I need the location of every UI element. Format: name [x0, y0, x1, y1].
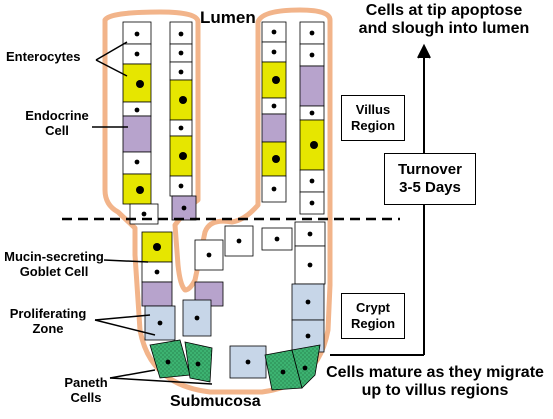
crypt-region-line1: Crypt — [356, 300, 390, 316]
crypt-cells — [141, 221, 326, 391]
apoptosis-note: Cells at tip apoptose and slough into lu… — [338, 2, 550, 39]
leader-lines — [92, 41, 213, 385]
turnover-line2: 3-5 Days — [399, 179, 461, 196]
paneth-label-line1: Paneth — [64, 375, 108, 390]
right-villus-cells — [261, 21, 325, 215]
villus-region-line1: Villus — [355, 102, 391, 118]
apoptosis-note-line1: Cells at tip apoptose — [365, 2, 523, 19]
endocrine-label-line2: Cell — [45, 122, 69, 138]
endocrine-label-line1: Endocrine — [25, 108, 89, 123]
maturation-note-line1: Cells mature as they migrate — [326, 364, 544, 381]
submucosa-label: Submucosa — [170, 393, 261, 410]
prolif-label-line1: Proliferating — [9, 306, 87, 321]
villus-region-line2: Region — [350, 118, 396, 133]
left-villus-cells — [122, 21, 197, 225]
paneth-cells-label: Paneth Cells — [58, 375, 114, 406]
endocrine-cell-label: Endocrine Cell — [22, 108, 92, 139]
paneth-label-line2: Cells — [70, 389, 102, 405]
crypt-region-line2: Region — [350, 316, 396, 331]
enterocytes-label: Enterocytes — [6, 49, 81, 64]
turnover-box: Turnover 3-5 Days — [384, 153, 476, 205]
lumen-label: Lumen — [200, 8, 256, 27]
goblet-cell-label: Mucin-secreting Goblet Cell — [2, 249, 106, 280]
proliferating-zone-label: Proliferating Zone — [2, 306, 94, 337]
maturation-note-line2: up to villus regions — [361, 382, 509, 400]
goblet-label-line2: Goblet Cell — [19, 263, 89, 279]
villus-region-box: Villus Region — [341, 95, 405, 141]
goblet-label-line1: Mucin-secreting — [4, 249, 104, 264]
prolif-label-line2: Zone — [32, 320, 64, 336]
cell-nuclei — [134, 29, 318, 375]
apoptosis-note-line2: and slough into lumen — [358, 20, 530, 38]
maturation-note: Cells mature as they migrate up to villu… — [322, 364, 548, 401]
turnover-line1: Turnover — [398, 161, 462, 178]
crypt-region-box: Crypt Region — [341, 293, 405, 339]
